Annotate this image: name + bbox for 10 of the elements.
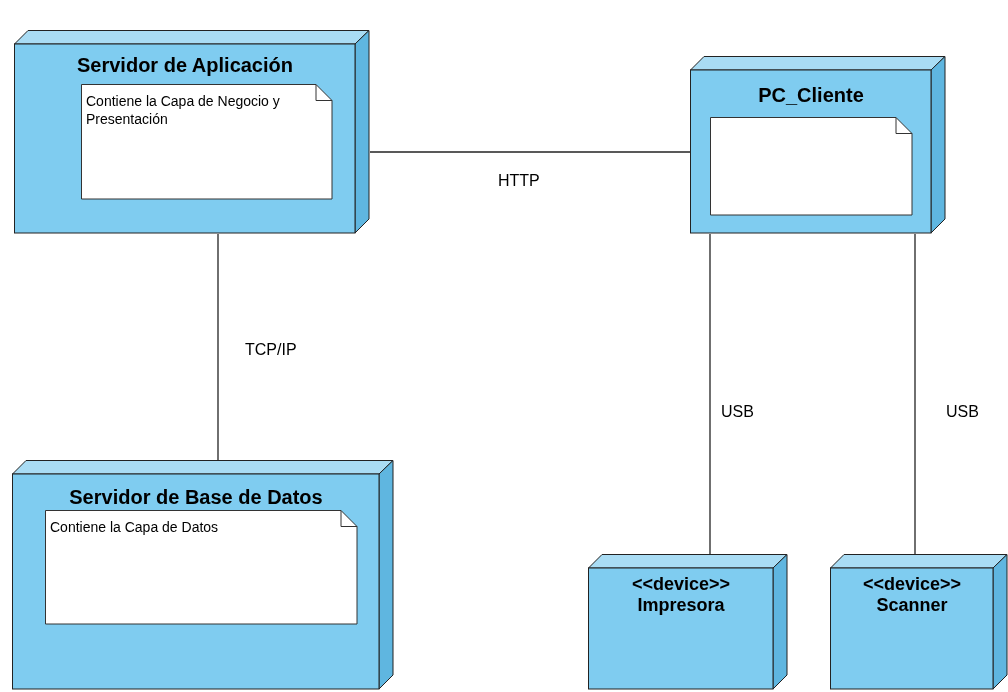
stereotype: <<device>>	[630, 574, 732, 595]
node-title: Scanner	[875, 594, 949, 616]
stereotype: <<device>>	[861, 574, 963, 595]
note-text: Contiene la Capa de Datos	[50, 518, 220, 537]
node-title: Servidor de Aplicación	[76, 54, 294, 77]
node-title: PC_Cliente	[757, 84, 865, 107]
node-title: Impresora	[636, 594, 726, 616]
connector-line	[369, 151, 691, 153]
note-text: Contiene la Capa de Negocio y Presentación	[86, 92, 281, 129]
node-title: Servidor de Base de Datos	[68, 486, 324, 509]
